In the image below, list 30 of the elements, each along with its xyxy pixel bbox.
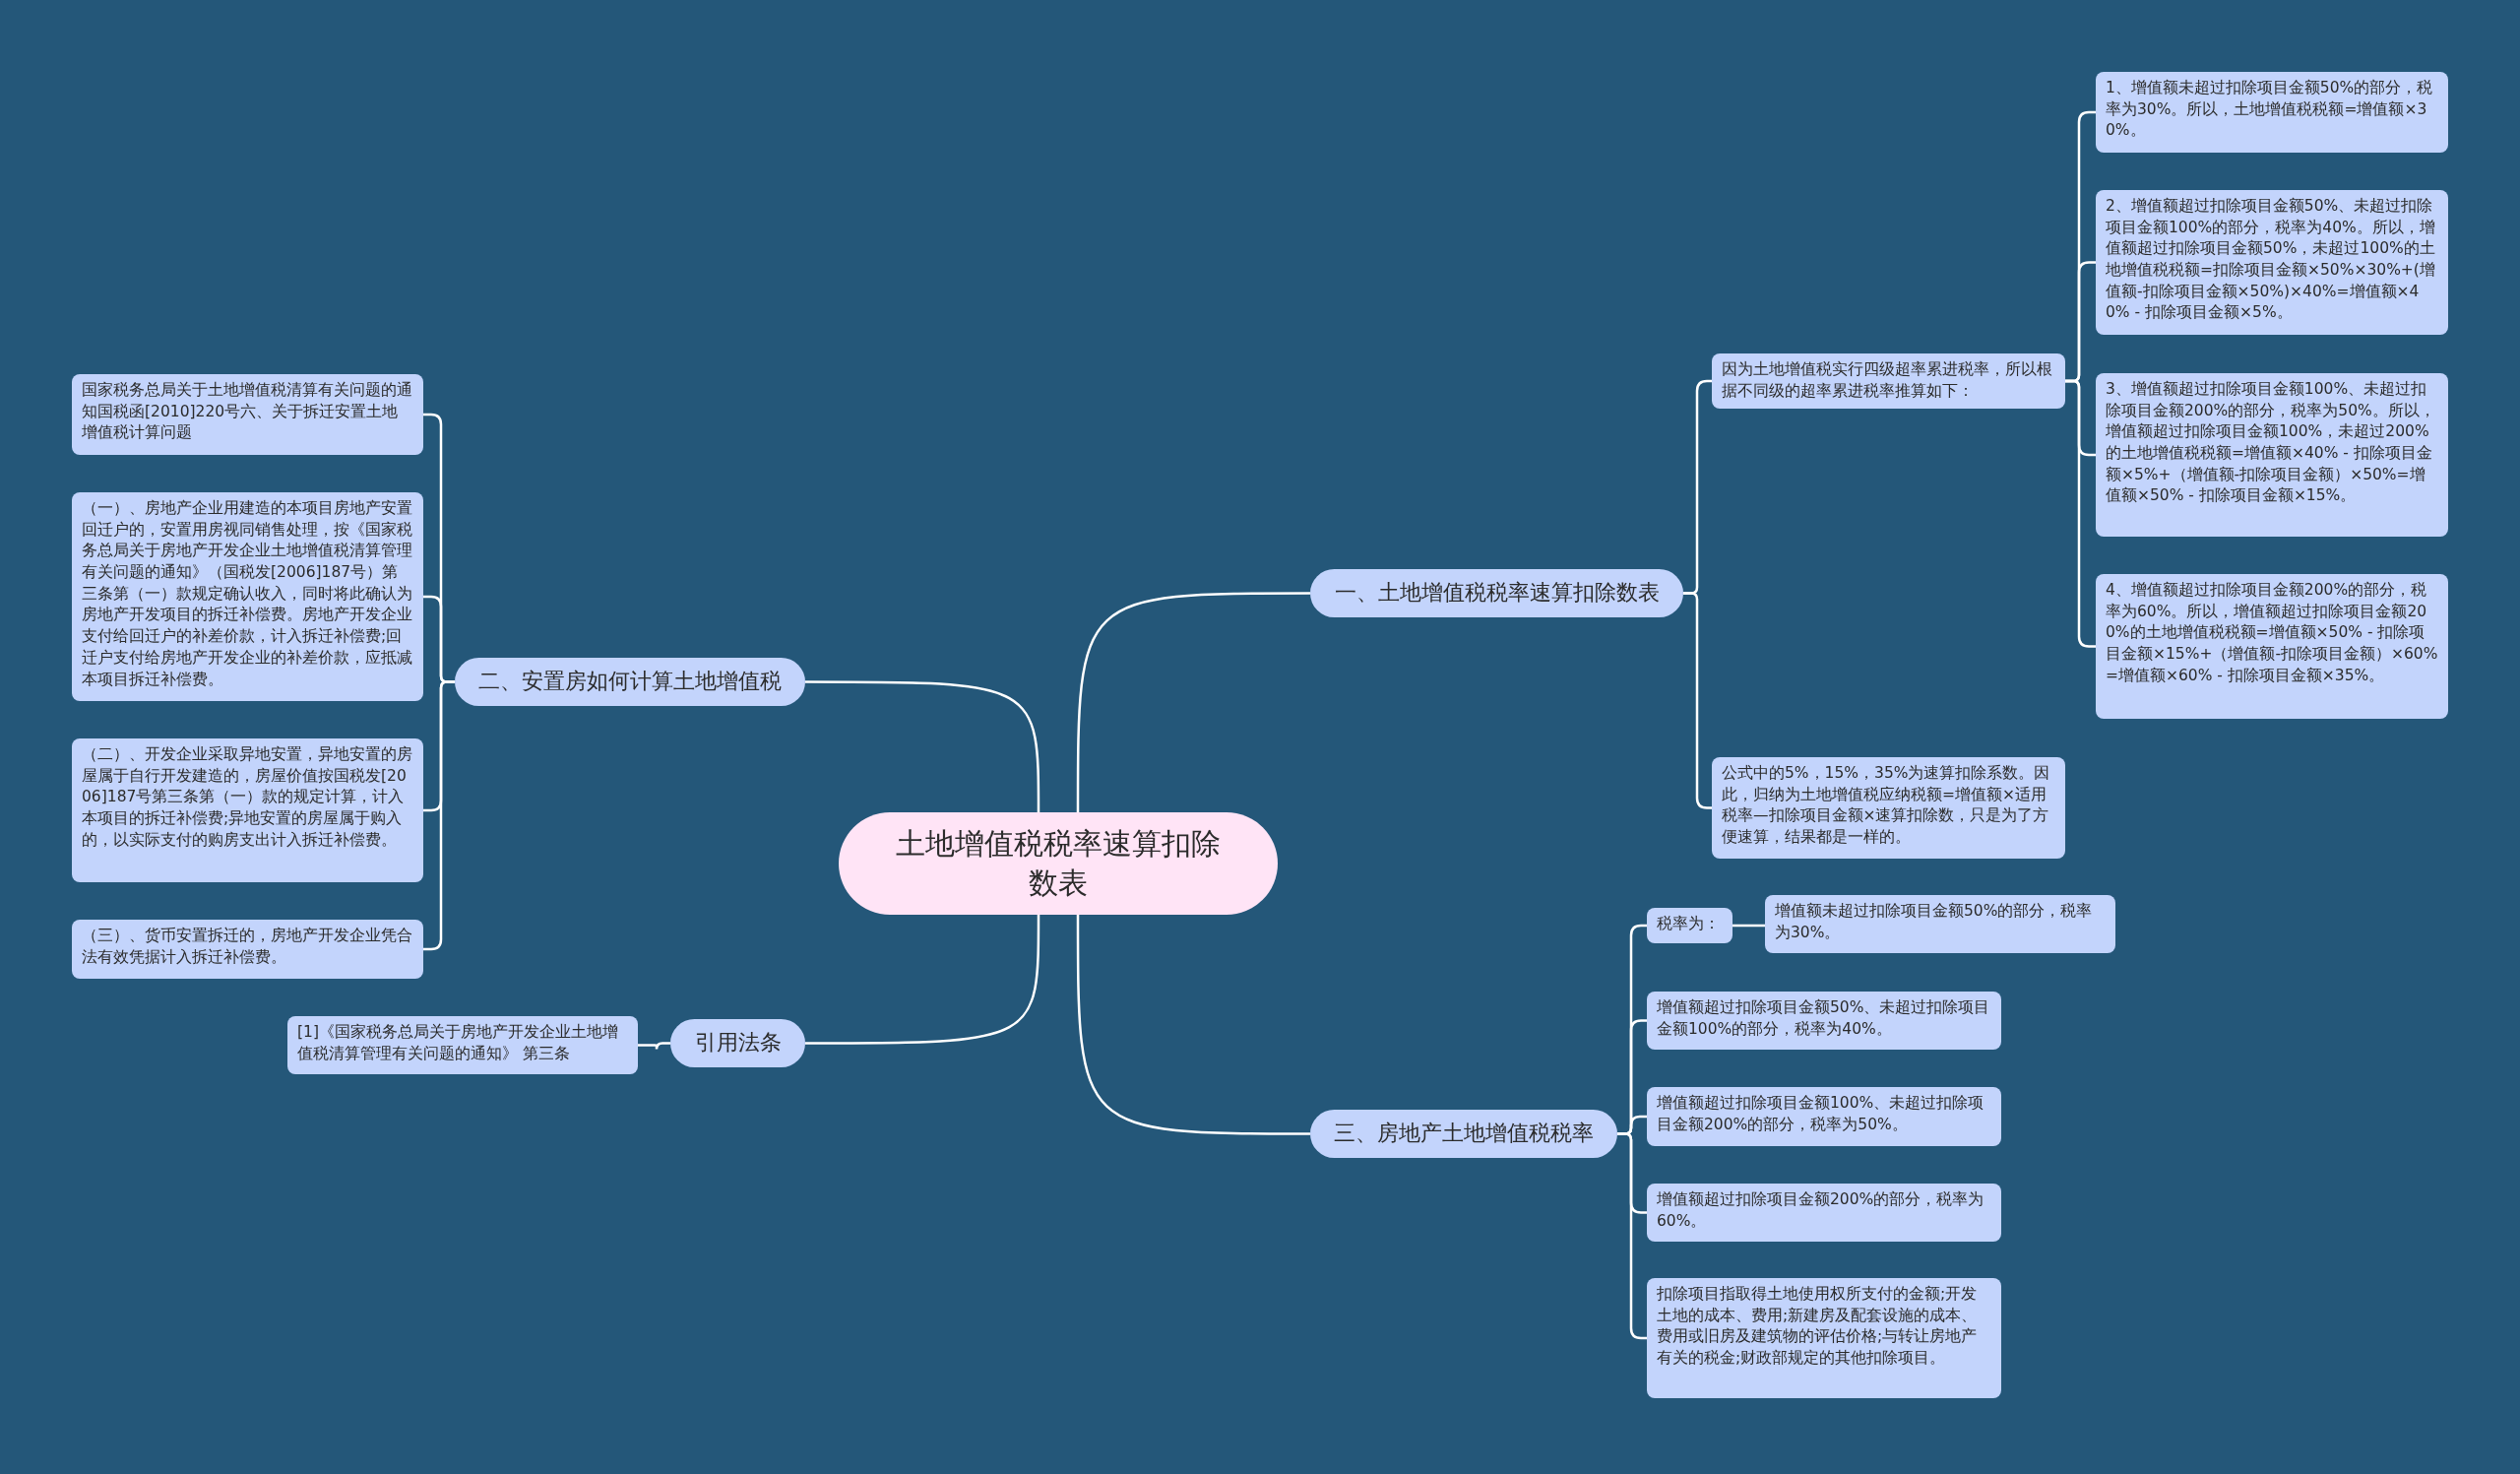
topic-box: 3、增值额超过扣除项目金额100%、未超过扣除项目金额200%的部分，税率为50%。所以，增值额超过扣除项目金额100%，未超过200%的土地增值税税额=增值额×40% - 扣除项目金额×5%+（增值额-扣除项目金额）×50%=增值额×50% - 扣除项目金额×15%。	[2096, 373, 2448, 537]
connector-line	[805, 915, 1040, 1045]
topic-box: 4、增值额超过扣除项目金额200%的部分，税率为60%。所以，增值额超过扣除项目金额200%的土地增值税税额=增值额×50% - 扣除项目金额×15%+（增值额-扣除项目金额）×60%=增值额×60% - 扣除项目金额×35%。	[2096, 574, 2448, 719]
topic-box: [1]《国家税务总局关于房地产开发企业土地增值税清算管理有关问题的通知》 第三条	[287, 1016, 638, 1074]
topic-box: （二）、开发企业采取异地安置，异地安置的房屋属于自行开发建造的，房屋价值按国税发[2006]187号第三条第（一）款的规定计算，计入本项目的拆迁补偿费;异地安置的房屋属于购入的，以实际支付的购房支出计入拆迁补偿费。	[72, 738, 423, 882]
connector-line	[1732, 924, 1765, 928]
branch-topic: 一、土地增值税税率速算扣除数表	[1310, 569, 1683, 617]
branch-topic: 引用法条	[670, 1019, 805, 1067]
central-topic: 土地增值税税率速算扣除数表	[839, 812, 1278, 915]
connector-line	[1617, 1132, 1647, 1340]
topic-box: 增值额超过扣除项目金额200%的部分，税率为60%。	[1647, 1184, 2001, 1242]
topic-box: 增值额超过扣除项目金额100%、未超过扣除项目金额200%的部分，税率为50%。	[1647, 1087, 2001, 1146]
topic-box: 增值额未超过扣除项目金额50%的部分，税率为30%。	[1765, 895, 2115, 953]
topic-box: 扣除项目指取得土地使用权所支付的金额;开发土地的成本、费用;新建房及配套设施的成本、费用或旧房及建筑物的评估价格;与转让房地产有关的税金;财政部规定的其他扣除项目。	[1647, 1278, 2001, 1398]
topic-box: 税率为：	[1647, 908, 1732, 943]
topic-box: 1、增值额未超过扣除项目金额50%的部分，税率为30%。所以，土地增值税税额=增值额×30%。	[2096, 72, 2448, 153]
topic-box: （三）、货币安置拆迁的，房地产开发企业凭合法有效凭据计入拆迁补偿费。	[72, 920, 423, 979]
connector-line	[1076, 915, 1310, 1135]
connector-line	[805, 680, 1040, 812]
topic-box: （一）、房地产企业用建造的本项目房地产安置回迁户的，安置用房视同销售处理，按《国家税务总局关于房地产开发企业土地增值税清算管理有关问题的通知》（国税发[2006]187号）第三条第（一）款规定确认收入，同时将此确认为房地产开发项目的拆迁补偿费。房地产开发企业支付给回迁户的补差价款，计入拆迁补偿费;回迁户支付给房地产开发企业的补差价款，应抵减本项目拆迁补偿费。	[72, 492, 423, 701]
topic-box: 增值额超过扣除项目金额50%、未超过扣除项目金额100%的部分，税率为40%。	[1647, 992, 2001, 1050]
branch-topic: 三、房地产土地增值税税率	[1310, 1110, 1617, 1158]
connector-line	[1076, 592, 1310, 812]
topic-box: 因为土地增值税实行四级超率累进税率，所以根据不同级的超率累进税率推算如下：	[1712, 353, 2065, 409]
connector-line	[638, 1042, 670, 1051]
topic-box: 国家税务总局关于土地增值税清算有关问题的通知国税函[2010]220号六、关于拆迁安置土地增值税计算问题	[72, 374, 423, 455]
topic-box: 2、增值额超过扣除项目金额50%、未超过扣除项目金额100%的部分，税率为40%。所以，增值额超过扣除项目金额50%，未超过100%的土地增值税税额=扣除项目金额×50%×30%+(增值额-扣除项目金额×50%)×40%=增值额×40% - 扣除项目金额×5%。	[2096, 190, 2448, 335]
connector-line	[423, 680, 455, 951]
branch-topic: 二、安置房如何计算土地增值税	[455, 658, 805, 706]
topic-box: 公式中的5%，15%，35%为速算扣除系数。因此，归纳为土地增值税应纳税额=增值额×适用税率—扣除项目金额×速算扣除数，只是为了方便速算，结果都是一样的。	[1712, 757, 2065, 859]
